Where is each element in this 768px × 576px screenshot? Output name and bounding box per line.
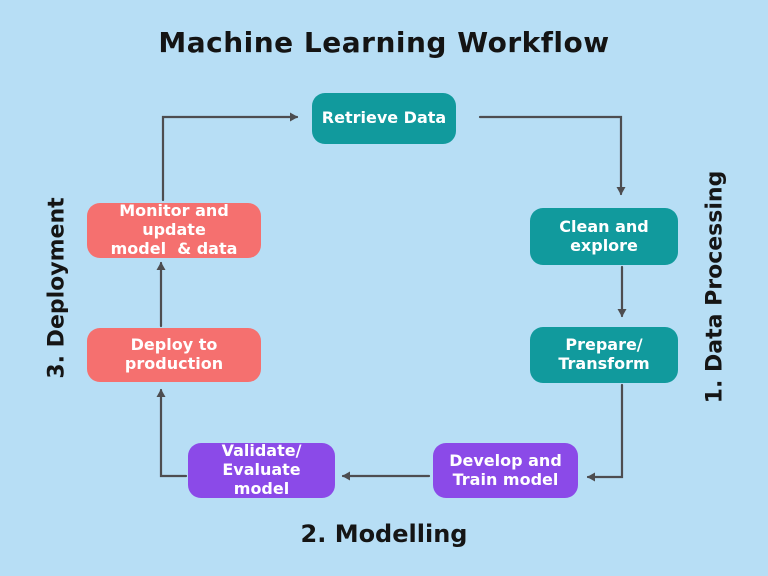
section-label-deployment: 3. Deployment [44, 197, 70, 379]
arrow-validate-to-deploy [156, 388, 188, 478]
arrow-monitor-to-retrieve [161, 112, 299, 202]
node-validate-evaluate-model-label: Validate/ Evaluate model [221, 441, 302, 498]
node-monitor-and-update: Monitor and update model & data [87, 201, 261, 258]
node-validate-evaluate-model: Validate/ Evaluate model [188, 441, 335, 498]
diagram-title: Machine Learning Workflow [158, 26, 610, 59]
arrow-retrieve-to-clean [478, 115, 626, 196]
node-retrieve-data: Retrieve Data [312, 93, 456, 144]
node-prepare-transform: Prepare/ Transform [530, 327, 678, 383]
section-label-modelling: 2. Modelling [300, 520, 468, 548]
node-clean-and-explore: Clean and explore [530, 208, 678, 265]
node-monitor-and-update-label: Monitor and update model & data [110, 201, 238, 258]
node-clean-and-explore-label: Clean and explore [559, 216, 649, 255]
section-label-data-processing: 1. Data Processing [702, 170, 728, 404]
node-deploy-to-production: Deploy to production [87, 328, 261, 382]
node-develop-and-train-model-label: Develop and Train model [449, 450, 562, 489]
node-retrieve-data-label: Retrieve Data [321, 108, 447, 128]
arrow-prepare-to-develop [586, 383, 624, 482]
node-prepare-transform-label: Prepare/ Transform [558, 335, 650, 373]
node-deploy-to-production-label: Deploy to production [124, 335, 224, 373]
node-develop-and-train-model: Develop and Train model [433, 443, 578, 498]
